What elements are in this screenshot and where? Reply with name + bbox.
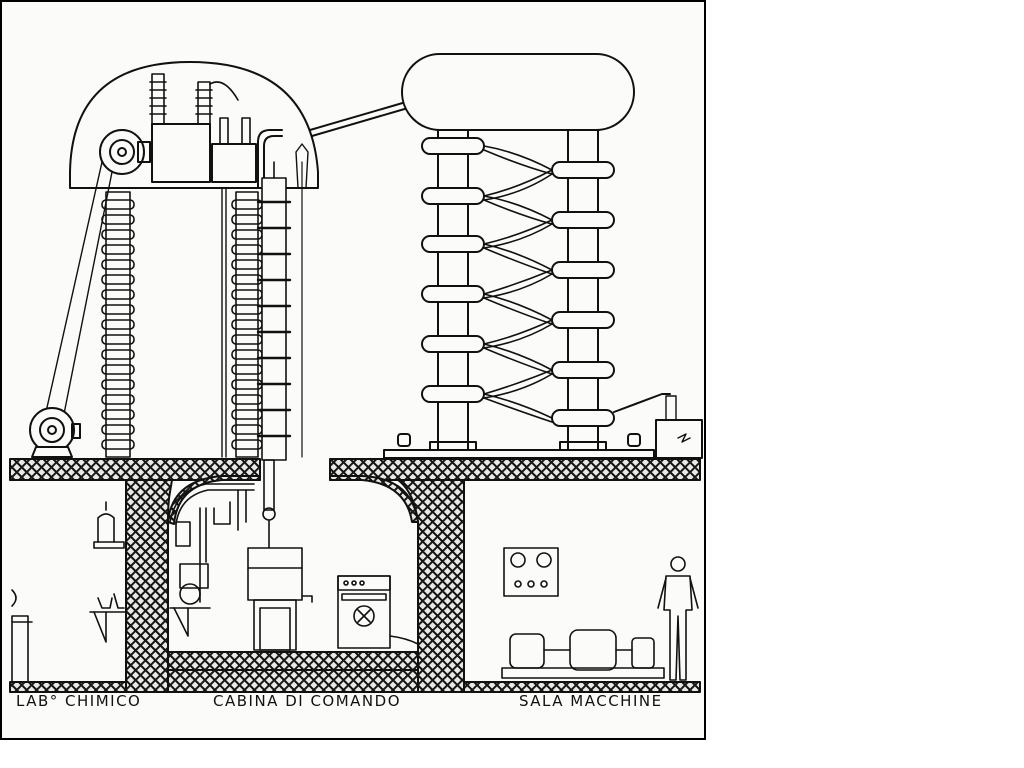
lab-chimico-room xyxy=(11,501,127,683)
cabina-comando-room xyxy=(169,459,419,651)
label-lab-chimico: LAB° CHIMICO xyxy=(16,692,142,710)
insulator-columns xyxy=(45,143,309,461)
diagram-frame: LAB° CHIMICO CABINA DI COMANDO SALA MACC… xyxy=(0,0,706,740)
ground-structure xyxy=(9,458,701,693)
lab-cross-section-drawing xyxy=(9,53,703,693)
transformer-dome xyxy=(69,61,319,189)
connecting-bar xyxy=(309,101,407,131)
label-sala-macchine: SALA MACCHINE xyxy=(519,692,663,710)
cascade-generator xyxy=(383,53,703,459)
sala-macchine-room xyxy=(501,547,699,681)
label-cabina-comando: CABINA DI COMANDO xyxy=(213,692,402,710)
motor-pulley xyxy=(29,407,81,458)
